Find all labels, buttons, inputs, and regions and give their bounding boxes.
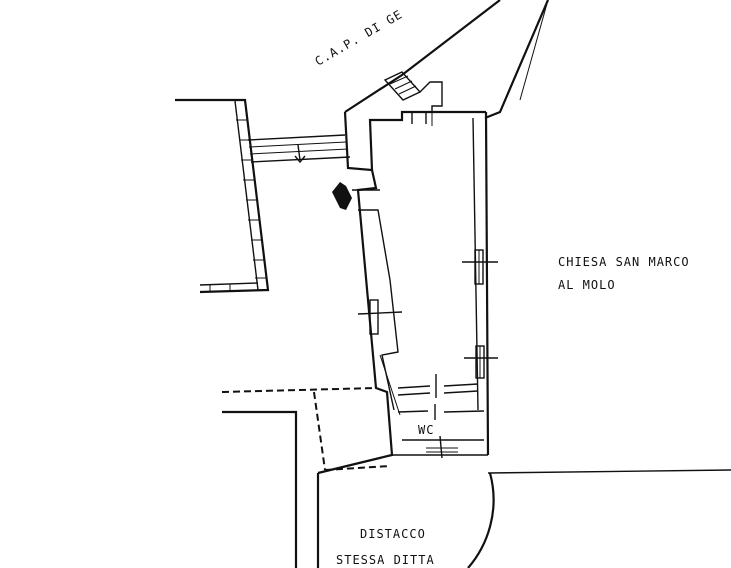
left-brick-wall bbox=[175, 98, 270, 294]
entrance-stairs bbox=[383, 71, 443, 113]
lower-right-edge bbox=[487, 469, 731, 474]
connecting-corridor bbox=[247, 134, 351, 164]
bottom-label-line2: STESSA DITTA bbox=[336, 553, 435, 567]
wc-block bbox=[392, 374, 488, 459]
street-label: C.A.P. DI GE bbox=[313, 7, 405, 68]
lower-wall bbox=[222, 410, 320, 568]
church-label-line2: AL MOLO bbox=[558, 278, 616, 292]
wall-openings bbox=[352, 112, 498, 379]
wc-label: WC bbox=[418, 423, 434, 437]
church-label-line1: CHIESA SAN MARCO bbox=[558, 255, 690, 269]
position-marker-icon bbox=[332, 182, 352, 210]
bottom-label-line1: DISTACCO bbox=[360, 527, 426, 541]
curved-boundary bbox=[467, 472, 495, 568]
street-edge bbox=[344, 0, 550, 120]
building-outline bbox=[317, 110, 490, 475]
boundary-dashed-lines bbox=[221, 387, 391, 471]
